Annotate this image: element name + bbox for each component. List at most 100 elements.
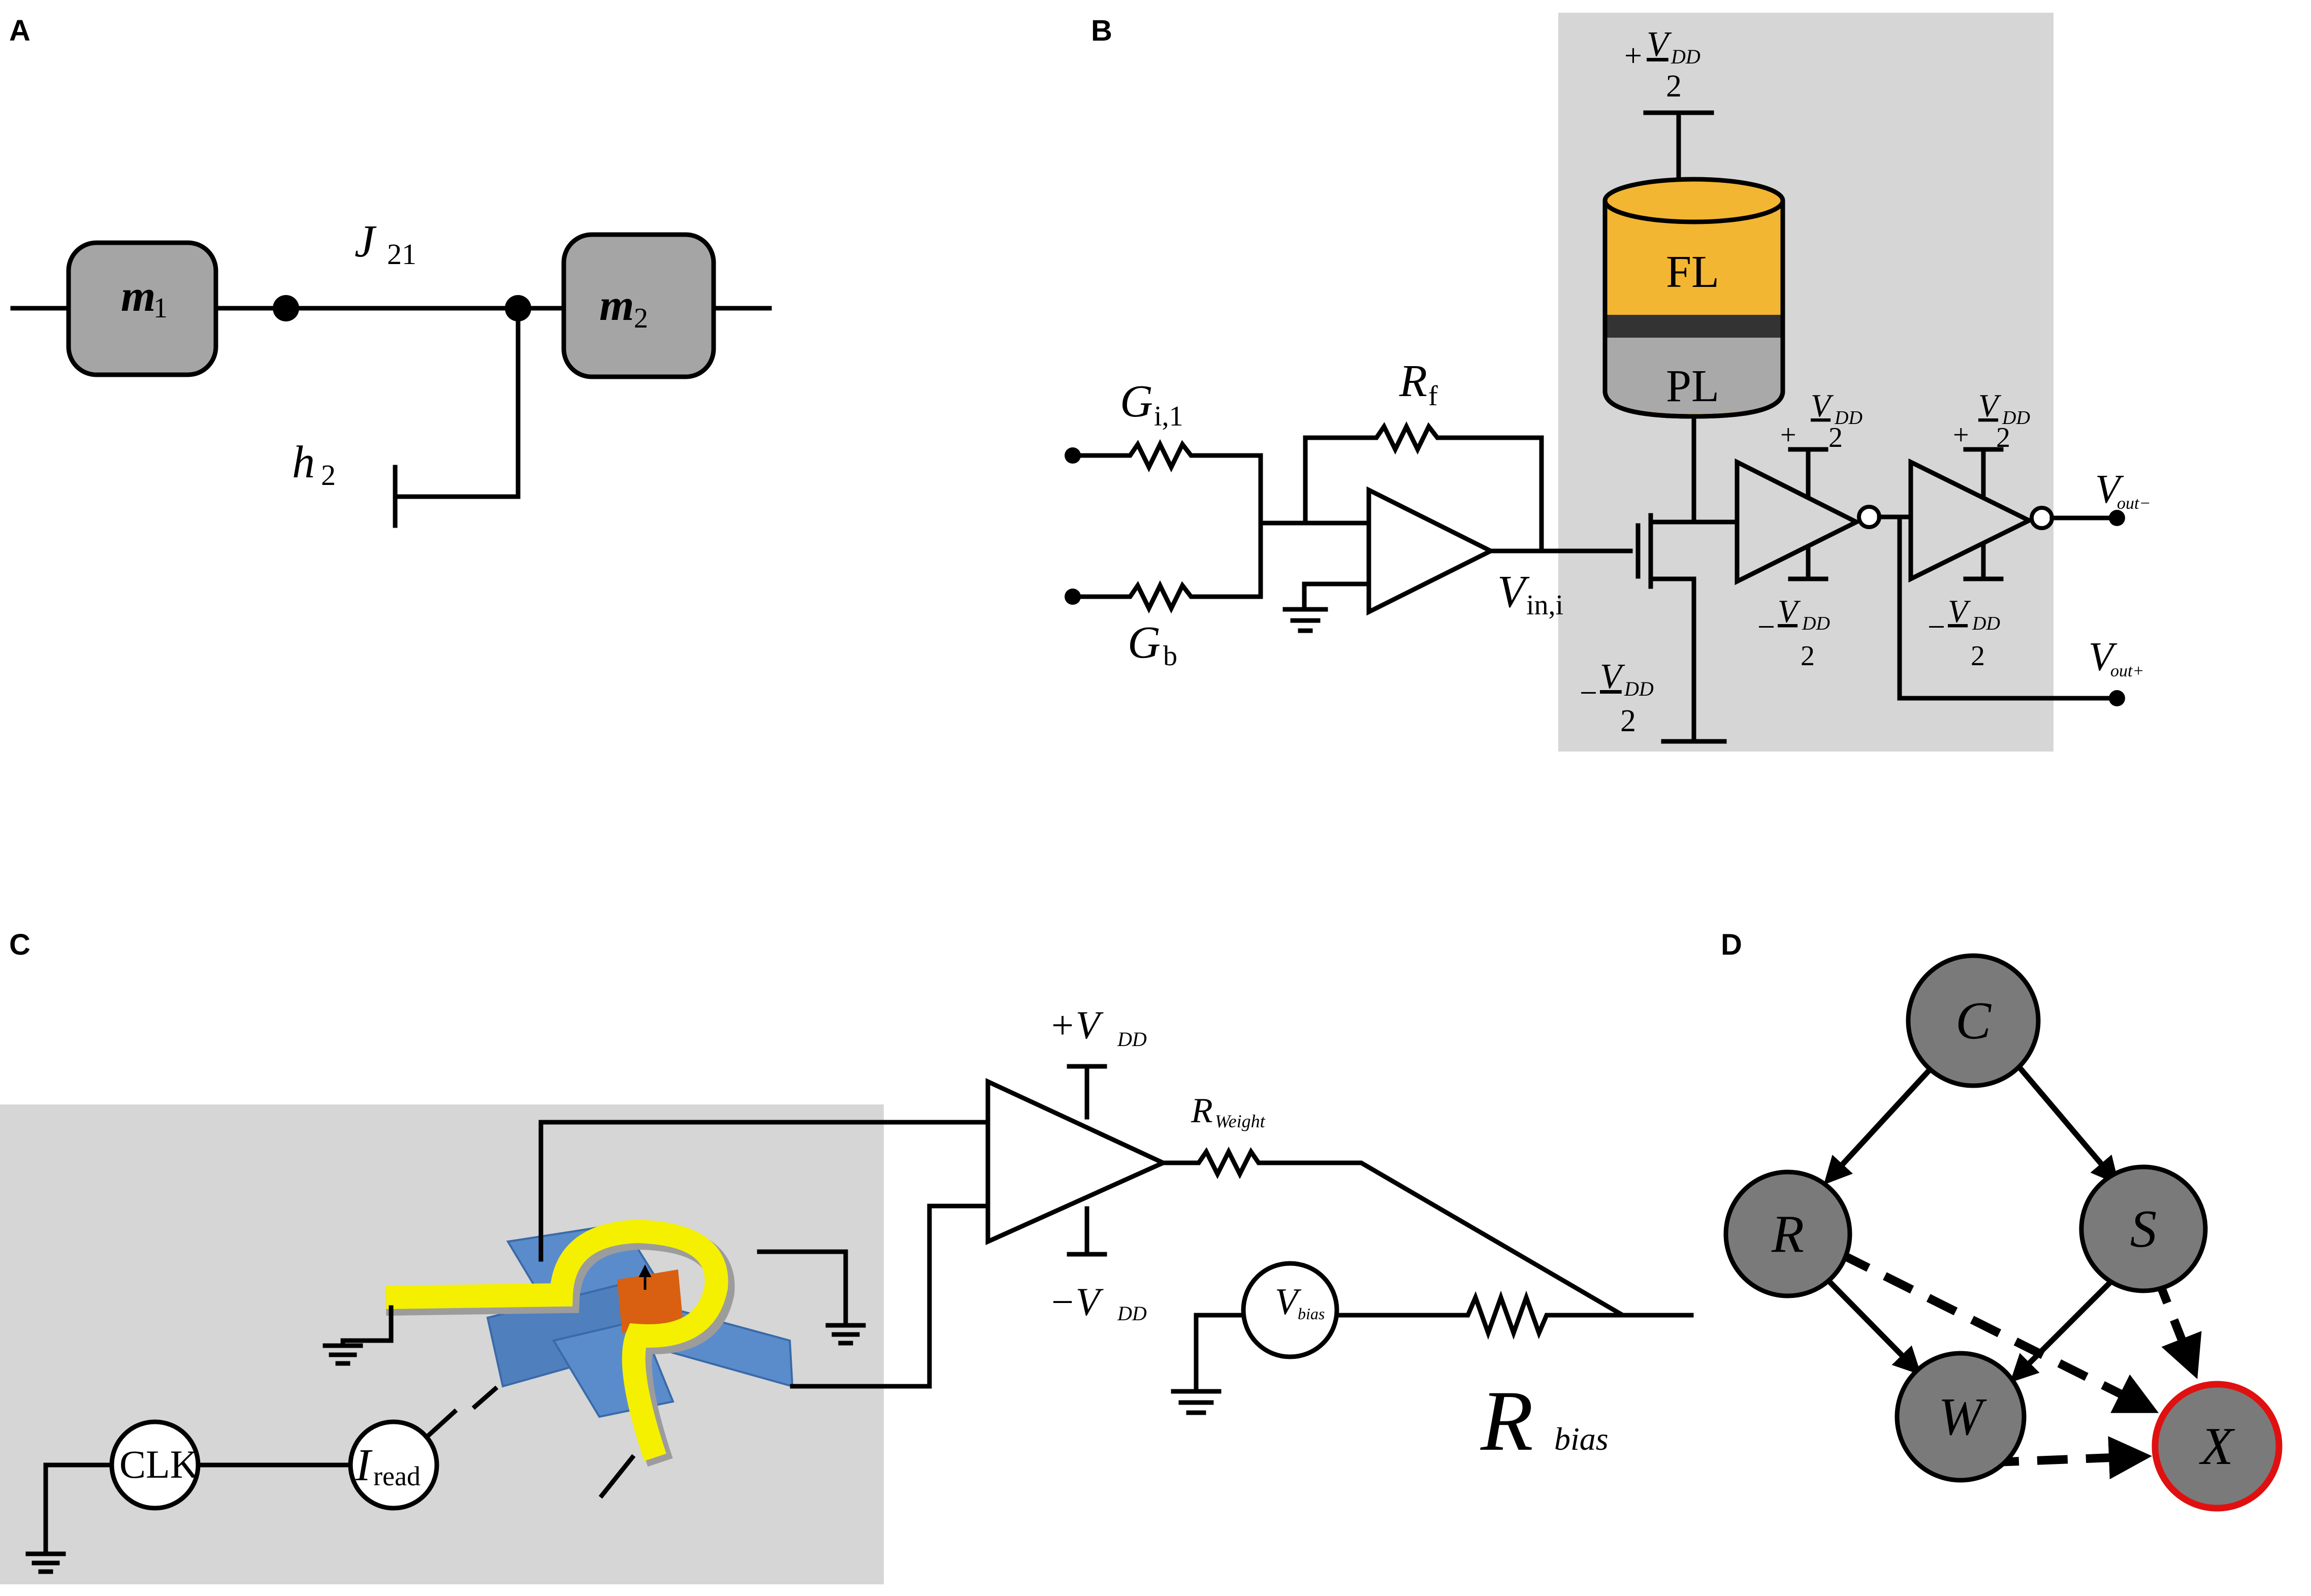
coupling-j21-subscript: 21 bbox=[387, 238, 416, 271]
device-to-opamp-bottom bbox=[790, 1203, 990, 1389]
vout-minus-label: V bbox=[2095, 467, 2124, 512]
inv1-vss-text: V bbox=[1778, 593, 1801, 629]
panel-c: C CLK bbox=[0, 928, 1694, 1584]
bottom-vdd-text: V bbox=[1600, 657, 1625, 696]
edge-s-to-x-dashed bbox=[2152, 1273, 2202, 1379]
resistor-rweight bbox=[1161, 1146, 1694, 1318]
panel-c-label: C bbox=[9, 928, 30, 961]
node-r-label: R bbox=[1771, 1204, 1804, 1263]
inv1-vss-denominator: 2 bbox=[1801, 640, 1815, 672]
iread-to-device bbox=[423, 1408, 458, 1441]
panel-a: A m 1 m 2 J 21 h 2 bbox=[9, 14, 772, 528]
plus-vdd-label: +V bbox=[1049, 1003, 1104, 1047]
inv1-vdd-plus: + bbox=[1780, 419, 1796, 451]
left-ground-wire bbox=[340, 1305, 394, 1348]
mtj-top-cap bbox=[1602, 177, 1785, 224]
iread-label: I bbox=[355, 1440, 373, 1490]
panel-a-label: A bbox=[9, 14, 30, 47]
inverter2-bubble bbox=[2030, 506, 2054, 530]
panel-d-label: D bbox=[1721, 928, 1742, 961]
pinned-layer-label: PL bbox=[1666, 361, 1719, 411]
gb-label: G bbox=[1128, 617, 1161, 668]
vout-plus-terminal bbox=[2109, 690, 2125, 706]
node-r bbox=[1723, 1169, 1852, 1298]
resistor-g1 bbox=[1070, 439, 1263, 473]
edge-c-to-s bbox=[2014, 1062, 2120, 1185]
inv2-vdd-text: V bbox=[1978, 387, 2002, 424]
yellow-current-wire bbox=[386, 1219, 728, 1461]
minus-vdd-subscript: DD bbox=[1117, 1302, 1147, 1325]
feedback-resistor-rf bbox=[1303, 421, 1544, 553]
inverter2 bbox=[1908, 458, 2035, 583]
vbias-ground-wire bbox=[1194, 1313, 1247, 1394]
gb-subscript: b bbox=[1163, 640, 1177, 672]
transistor-source bbox=[1648, 576, 1696, 744]
node-w bbox=[1895, 1351, 2027, 1483]
device-bottom-lead bbox=[598, 1454, 636, 1499]
m1-text: m bbox=[121, 272, 155, 321]
inverter1 bbox=[1735, 458, 1862, 585]
vin-label: V bbox=[1497, 567, 1530, 617]
m2-block: m 2 bbox=[561, 232, 716, 379]
vout-minus-subscript: out− bbox=[2117, 494, 2150, 513]
inv2-vss-minus: − bbox=[1928, 610, 1945, 644]
opamp-c bbox=[985, 1078, 1169, 1245]
plus-vdd-subscript: DD bbox=[1117, 1028, 1147, 1051]
m1-subscript: 1 bbox=[153, 292, 168, 324]
rbias-subscript: bias bbox=[1554, 1421, 1609, 1457]
bottom-vdd-denominator: 2 bbox=[1620, 704, 1636, 738]
resistor-gb bbox=[1070, 580, 1263, 614]
mtj-cross-device bbox=[386, 1219, 794, 1467]
clk-ground-wire bbox=[43, 1462, 117, 1556]
m2-text: m bbox=[599, 281, 634, 330]
node-w-label: W bbox=[1938, 1387, 1987, 1446]
device-to-opamp-top bbox=[538, 1120, 990, 1262]
inv2-vss-denominator: 2 bbox=[1971, 640, 1985, 672]
vbias-subscript: bias bbox=[1298, 1305, 1325, 1323]
panel-b-label: B bbox=[1091, 14, 1112, 47]
edge-r-to-w bbox=[1825, 1278, 1921, 1375]
vout-plus-label: V bbox=[2089, 635, 2117, 679]
opamp-noninverting-ground-wire bbox=[1302, 581, 1371, 612]
node-x-label: X bbox=[2199, 1416, 2235, 1476]
device-left-lead bbox=[471, 1385, 499, 1410]
node-s bbox=[2079, 1164, 2208, 1293]
rf-subscript: f bbox=[1428, 380, 1438, 412]
edge-r-to-x-dashed bbox=[1839, 1250, 2159, 1413]
resistor-rbias bbox=[1334, 1290, 1625, 1340]
inv2-vdd-subscript: DD bbox=[2002, 407, 2030, 429]
vin-subscript: in,i bbox=[1526, 590, 1563, 621]
bottom-vdd-subscript: DD bbox=[1624, 677, 1654, 700]
edge-c-to-r bbox=[1823, 1062, 1938, 1185]
vout-plus-wire bbox=[1897, 514, 2114, 701]
top-vdd-subscript: DD bbox=[1671, 45, 1700, 68]
right-ground-wire bbox=[757, 1249, 848, 1328]
rweight-subscript: Weight bbox=[1215, 1111, 1266, 1131]
node-c bbox=[1906, 953, 2041, 1088]
bias-h2-label: h bbox=[292, 437, 315, 487]
mtj-free-layer bbox=[617, 1269, 683, 1333]
top-vdd-denominator: 2 bbox=[1666, 69, 1682, 104]
inv2-vdd-denominator: 2 bbox=[1996, 422, 2010, 453]
inverter1-bubble bbox=[1857, 505, 1881, 529]
inv2-vss-subscript: DD bbox=[1972, 613, 2000, 634]
inv2-vdd-plus: + bbox=[1953, 419, 1969, 451]
coupling-j21-label: J bbox=[355, 216, 377, 267]
inv1-vdd-subscript: DD bbox=[1834, 407, 1863, 429]
minus-vdd-label: −V bbox=[1049, 1280, 1104, 1324]
m2-subscript: 2 bbox=[634, 303, 648, 334]
vbias-source bbox=[1241, 1261, 1339, 1359]
inv1-vdd-denominator: 2 bbox=[1828, 422, 1843, 453]
inv1-vdd-text: V bbox=[1811, 387, 1834, 424]
node-s-label: S bbox=[2130, 1199, 2157, 1258]
node-c-label: C bbox=[1955, 991, 1992, 1050]
inv1-vss-minus: − bbox=[1757, 610, 1775, 644]
panel-d: D C R S W X bbox=[1721, 928, 2283, 1512]
edge-s-to-w bbox=[2010, 1278, 2115, 1383]
top-vdd-text: V bbox=[1647, 25, 1672, 64]
iread-source bbox=[348, 1419, 439, 1511]
mtj-pillar: FL PL bbox=[1602, 177, 1785, 419]
rweight-label: R bbox=[1191, 1091, 1213, 1130]
inv1-vss-subscript: DD bbox=[1802, 613, 1830, 634]
